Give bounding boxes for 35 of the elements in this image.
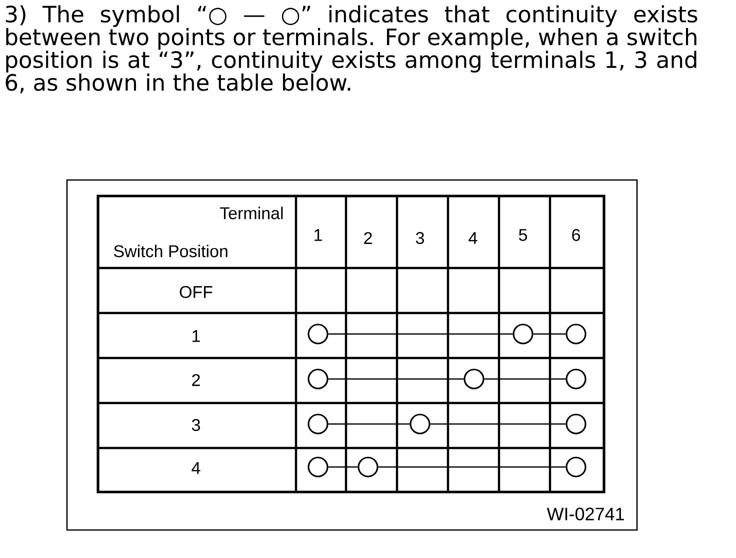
contact-circle <box>566 456 586 478</box>
contact-circle <box>358 456 378 478</box>
contact-circle <box>308 456 328 478</box>
connection-line <box>328 423 410 425</box>
row-label: 4 <box>192 462 200 474</box>
contact-circle <box>566 324 586 344</box>
column-number: 2 <box>364 232 372 244</box>
contact-circle <box>308 368 328 390</box>
contact-circle <box>566 414 586 434</box>
connection-line <box>328 378 464 380</box>
header-text: Switch Position <box>114 244 228 258</box>
connection-line <box>430 423 566 425</box>
header-text: Terminal <box>220 206 283 220</box>
contact-circle <box>566 368 586 390</box>
contact-circle <box>308 324 328 344</box>
connection-line <box>484 378 566 380</box>
contact-circle <box>464 368 484 390</box>
column-number: 4 <box>468 232 478 244</box>
column-number: 3 <box>416 232 424 244</box>
row-label: OFF <box>180 286 212 298</box>
connection-line <box>378 466 566 468</box>
connection-line <box>328 466 358 468</box>
drawing-number: WI-02741 <box>546 508 624 520</box>
row-label: 3 <box>192 418 200 432</box>
row-label: 2 <box>192 374 200 386</box>
column-number: 1 <box>314 229 322 241</box>
column-number: 5 <box>518 229 528 241</box>
contact-circle <box>410 414 430 434</box>
row-label: 1 <box>192 330 200 342</box>
column-number: 6 <box>572 228 580 242</box>
contact-circle <box>308 414 328 434</box>
connection-line <box>533 333 566 335</box>
contact-circle <box>512 324 534 344</box>
connection-line <box>328 333 513 335</box>
note-text: 3) The symbol “○ — ○” indicates that continuity exists between two points or terminals. For example, when a switch position is at “3”, continuity exists among terminals 1, 3 and 6, as shown in the table below. <box>6 5 698 94</box>
